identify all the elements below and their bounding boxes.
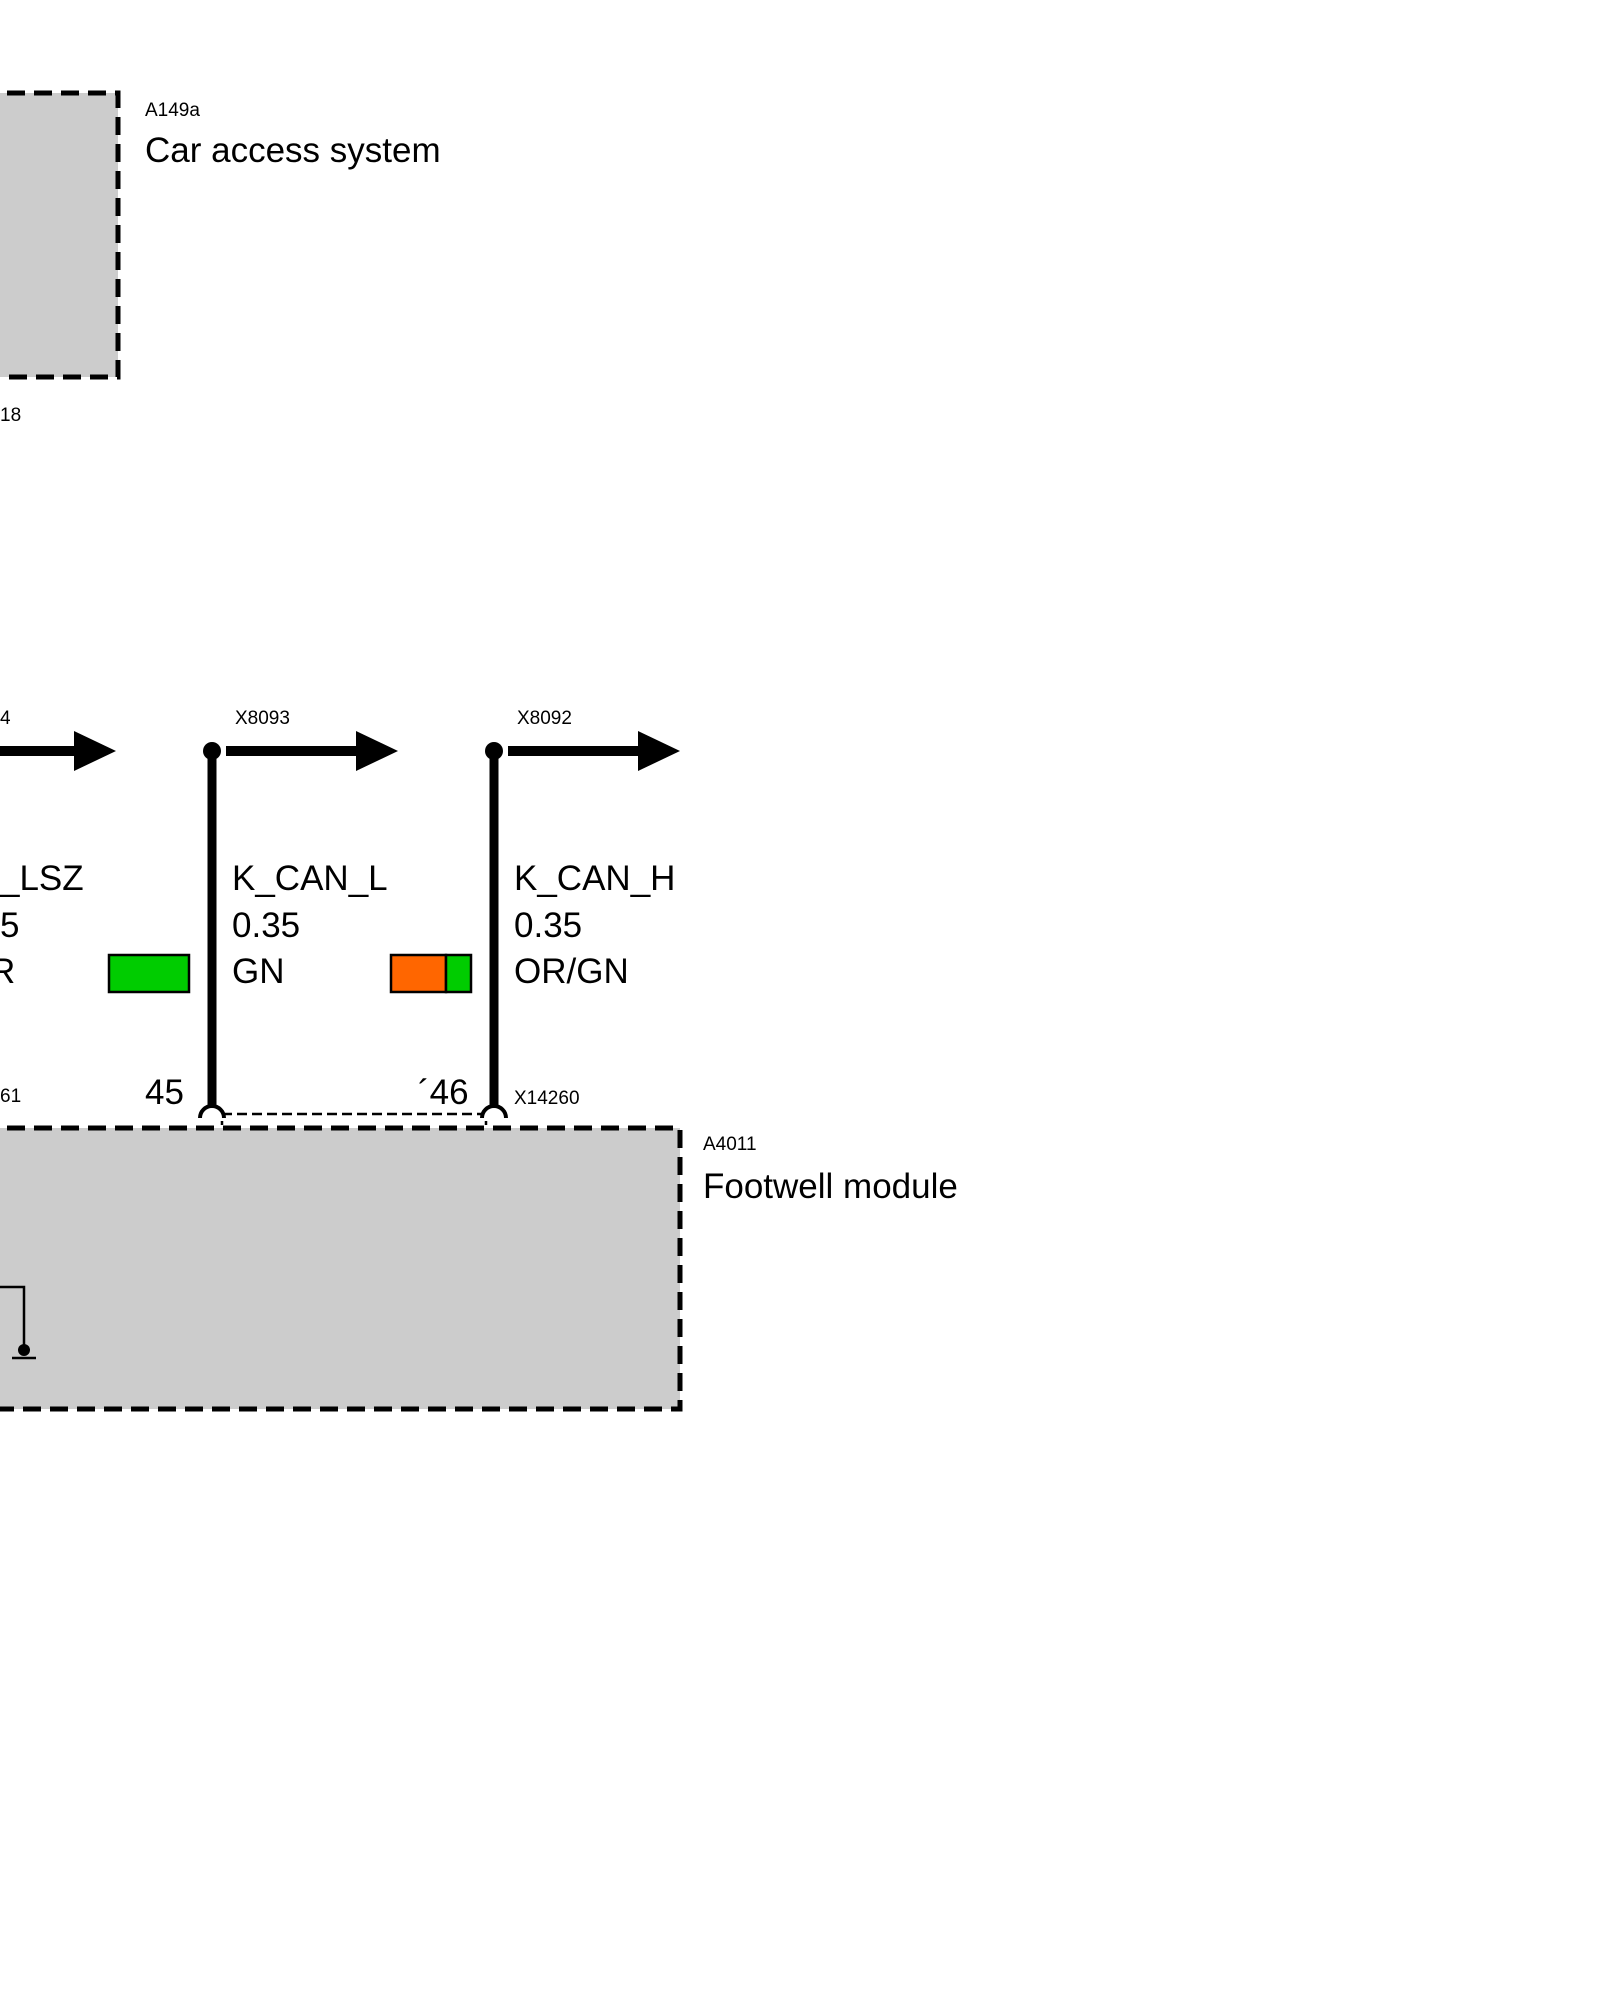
left-gauge-fragment: 5 — [0, 906, 19, 945]
can-h-pin: ´46 — [418, 1073, 469, 1112]
can-l-color-code: GN — [232, 952, 285, 991]
can-h-junction-dot — [485, 742, 503, 760]
can-l-color-swatch-green — [107, 953, 191, 994]
car-access-system-id: A149a — [145, 100, 200, 121]
left-signal-fragment: _LSZ — [0, 859, 84, 898]
car-access-system-pin-fragment: 18 — [0, 405, 21, 426]
can-l-junction-dot — [203, 742, 221, 760]
can-h-pin-socket — [480, 1104, 508, 1119]
can-h-arrow-head — [638, 731, 680, 771]
can-l-connector: X8093 — [235, 708, 290, 729]
can-l-pin: 45 — [145, 1073, 184, 1112]
can-l-signal: K_CAN_L — [232, 859, 388, 898]
can-l-arrow-head — [356, 731, 398, 771]
can-h-signal: K_CAN_H — [514, 859, 675, 898]
can-h-color-swatch-orange — [389, 953, 448, 994]
car-access-system-name: Car access system — [145, 131, 441, 170]
ground-symbol — [0, 1285, 36, 1360]
left-color-fragment: R — [0, 952, 15, 991]
can-h-color-swatch-green — [444, 953, 473, 994]
left-connector-fragment: 4 — [0, 708, 11, 729]
footwell-module-plug: X14260 — [514, 1088, 580, 1109]
footwell-module-id: A4011 — [703, 1134, 757, 1155]
can-l-pin-socket — [198, 1104, 226, 1119]
footwell-module-box — [0, 1125, 683, 1412]
can-h-color-code: OR/GN — [514, 952, 629, 991]
left-arrow-head — [74, 731, 116, 771]
car-access-system-box — [0, 90, 121, 380]
footwell-module-name: Footwell module — [703, 1167, 958, 1206]
can-l-gauge: 0.35 — [232, 906, 300, 945]
left-plug-fragment: 61 — [0, 1086, 21, 1107]
can-h-connector: X8092 — [517, 708, 572, 729]
can-h-gauge: 0.35 — [514, 906, 582, 945]
